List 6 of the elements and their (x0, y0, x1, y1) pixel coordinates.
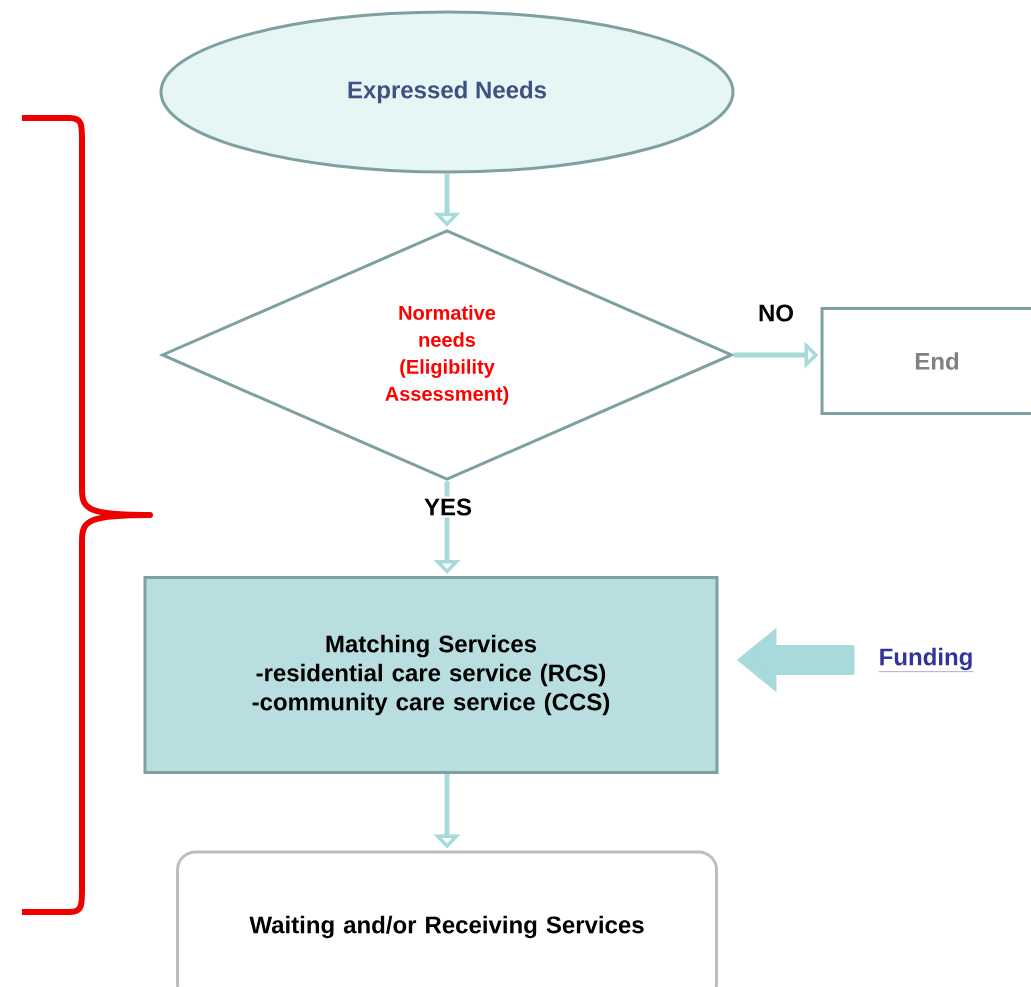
process-box: Waiting and/or Receiving Services (176, 850, 718, 987)
process-box: Matching Services -residential care service (RCS) -community care service (CCS) (143, 576, 719, 774)
end-box: End (820, 307, 1031, 415)
edge-label: YES (422, 496, 474, 518)
edge-label: NO (756, 302, 796, 324)
funding-link: Funding (878, 647, 974, 672)
